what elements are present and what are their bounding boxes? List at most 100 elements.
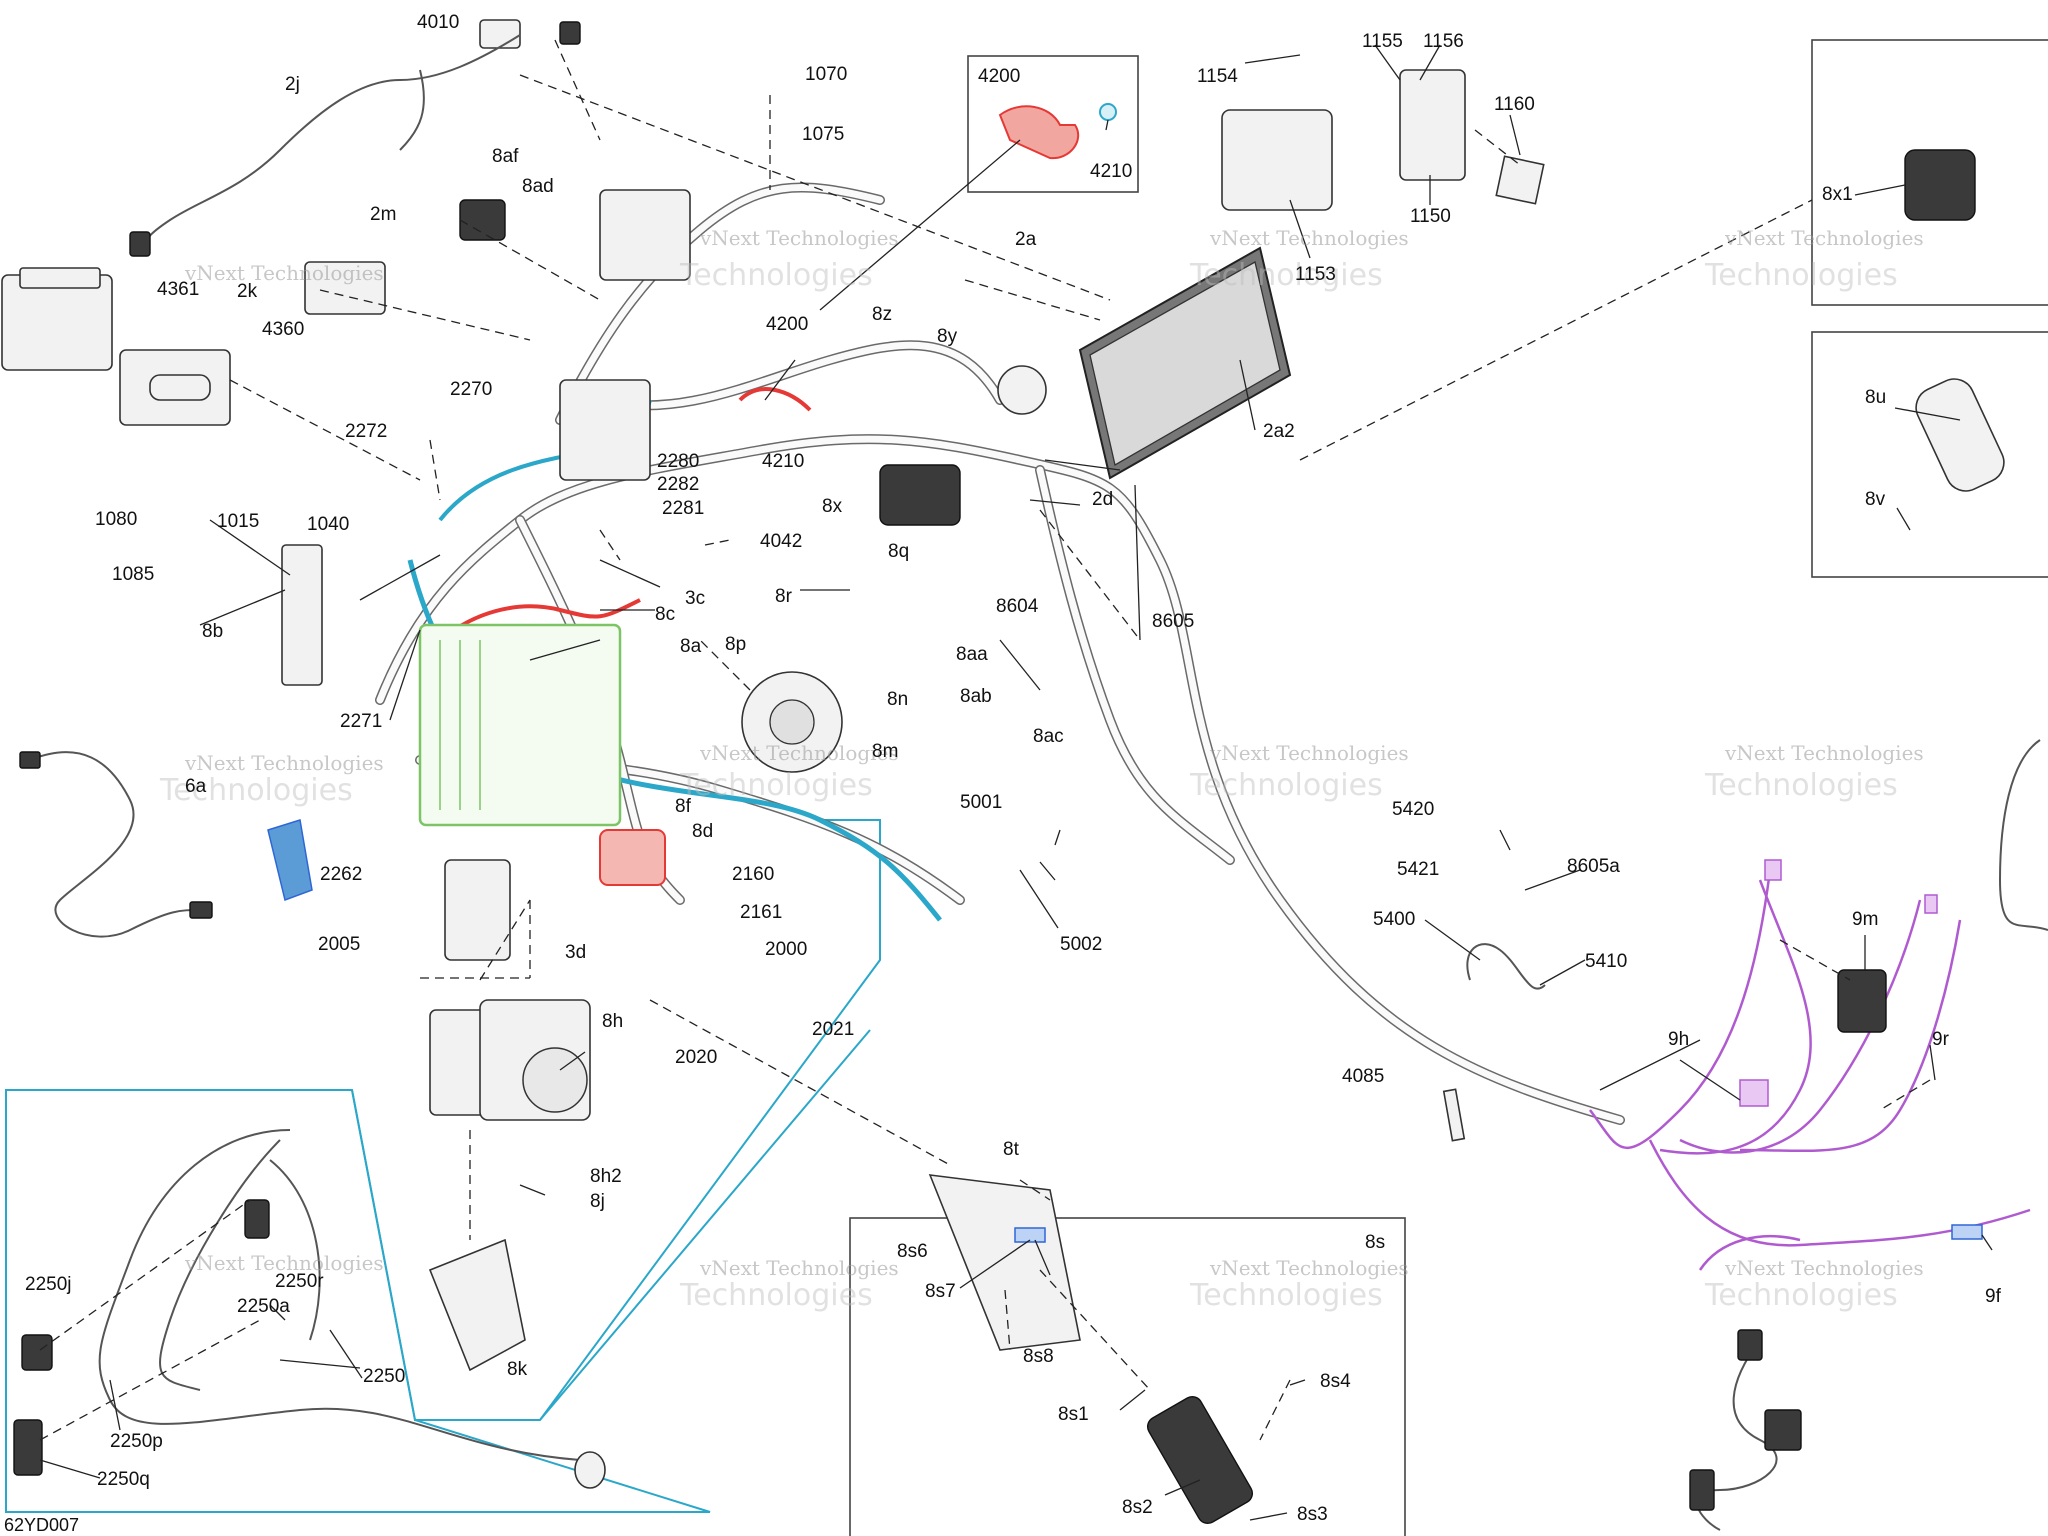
sensor-2250j [21,1334,53,1371]
label-8x: 8x [822,496,843,517]
svg-text:Technologies: Technologies [679,1278,873,1313]
detail-box-4200 [967,55,1139,193]
label-1155: 1155 [1362,31,1403,52]
label-2m: 2m [370,204,396,225]
pad-1160 [1495,155,1545,205]
label-8s8: 8s8 [1023,1346,1054,1367]
bracket-2262 [267,819,313,901]
detail-box-8s [849,1217,1406,1536]
svg-text:Technologies: Technologies [1704,768,1898,803]
svg-text:Technologies: Technologies [1189,768,1383,803]
label-8h2: 8h2 [590,1166,622,1187]
label-2k: 2k [237,281,258,302]
ecu-box-4361 [1,267,113,371]
connector-lr-a [1737,1329,1763,1361]
label-4360: 4360 [262,319,304,340]
svg-text:Technologies: Technologies [1189,1278,1383,1313]
label-8m: 8m [872,741,898,762]
label-8s2: 8s2 [1122,1497,1153,1518]
label-2280: 2280 [657,451,699,472]
label-8h: 8h [602,1011,623,1032]
connector-lr-b [1764,1409,1802,1451]
part-4200 [998,105,1080,160]
label-8q: 8q [888,541,909,562]
svg-text:Technologies: Technologies [159,773,353,808]
svg-text:vNext Technologies: vNext Technologies [699,226,899,250]
tie-4085 [1442,1088,1466,1142]
label-8af: 8af [492,146,519,167]
label-2281: 2281 [662,498,704,519]
label-8f: 8f [675,796,692,817]
red-harness-upper [738,387,812,412]
label-2270: 2270 [450,379,492,400]
label-2160: 2160 [732,864,774,885]
bracket-8k [428,1238,526,1372]
label-8s4: 8s4 [1320,1371,1351,1392]
connector-4010 [479,19,581,49]
svg-text:vNext Technologies: vNext Technologies [184,751,384,775]
label-4200-detail: 4200 [978,66,1020,87]
label-2250r: 2250r [275,1271,324,1292]
label-1040: 1040 [307,514,349,535]
label-8z: 8z [872,304,892,325]
svg-text:vNext Technologies: vNext Technologies [184,1251,384,1275]
svg-text:vNext Technologies: vNext Technologies [1724,1256,1924,1280]
label-2250j: 2250j [25,1274,72,1295]
label-8ab: 8ab [960,686,992,707]
label-2a: 2a [1015,229,1037,250]
label-8s1: 8s1 [1058,1404,1089,1425]
label-1080: 1080 [95,509,137,530]
label-8k: 8k [507,1359,528,1380]
pump-8d [599,829,666,886]
label-1075: 1075 [802,124,844,145]
label-2250q: 2250q [97,1469,150,1490]
detail-box-8u [1811,331,2048,578]
connector-9h-b [1924,894,1938,914]
module-1150 [1399,69,1466,181]
svg-text:vNext Technologies: vNext Technologies [699,741,899,765]
abs-module-8h [429,999,591,1121]
connector-9h-a [1764,859,1782,881]
label-8s7: 8s7 [925,1281,956,1302]
svg-text:vNext Technologies: vNext Technologies [699,1256,899,1280]
ground-strap-5400 [1466,943,1546,990]
label-9m: 9m [1852,909,1878,930]
label-8p: 8p [725,634,746,655]
label-2d: 2d [1092,489,1113,510]
label-5002: 5002 [1060,934,1102,955]
label-8aa: 8aa [956,644,988,665]
cyan-callout-harness [539,1029,871,1421]
harness-2j-b [399,69,425,151]
grommet-2250 [574,1451,606,1489]
svg-text:vNext Technologies: vNext Technologies [1724,226,1924,250]
ignition-8y [997,365,1047,415]
connector-6a-b [189,901,213,919]
label-8y: 8y [937,326,958,347]
label-8r: 8r [775,586,793,607]
label-8v: 8v [1865,489,1886,510]
actuator-8s2 [1146,1395,1254,1525]
label-8s6: 8s6 [897,1241,928,1262]
switch-8x1 [1904,149,1976,221]
label-2j: 2j [285,74,300,95]
label-4010: 4010 [417,12,459,33]
label-8a: 8a [680,636,702,657]
sensor-harness-6a [29,751,201,938]
main-harness [375,182,1625,1125]
display-2a2 [1078,246,1292,480]
connector-6a [19,751,41,769]
label-8b: 8b [202,621,223,642]
sensor-2250r [244,1199,270,1239]
label-1015: 1015 [217,511,259,532]
label-4200: 4200 [766,314,808,335]
label-3c: 3c [685,588,705,609]
harness-2j [139,34,521,251]
bracket-2005 [444,859,511,961]
bracket-8b [281,544,323,686]
label-1156: 1156 [1423,31,1464,52]
label-4361: 4361 [157,279,199,300]
label-1154: 1154 [1197,66,1238,87]
label-5400: 5400 [1373,909,1415,930]
label-9h: 9h [1668,1029,1689,1050]
